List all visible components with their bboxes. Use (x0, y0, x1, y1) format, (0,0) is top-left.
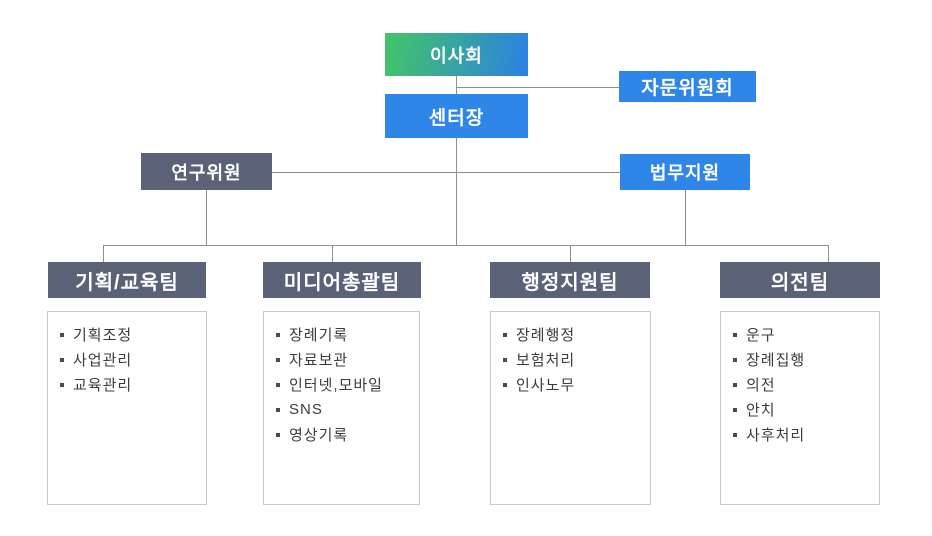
connector-research-down (206, 190, 207, 245)
list-item: 운구 (733, 322, 873, 347)
team-label: 기획/교육팀 (75, 271, 179, 294)
team-label: 의전팀 (770, 271, 830, 294)
list-item: 인터넷,모바일 (276, 372, 413, 397)
list-item: 의전 (733, 372, 873, 397)
list-item: 자료보관 (276, 347, 413, 372)
board-label: 이사회 (430, 45, 483, 66)
list-item: SNS (276, 397, 413, 422)
connector-director-down (456, 138, 457, 245)
team-header-media: 미디어총괄팀 (263, 262, 421, 298)
list-item: 보험처리 (503, 347, 644, 372)
connector-team3-stub (570, 245, 571, 262)
team-header-protocol: 의전팀 (720, 262, 880, 298)
advisory-label: 자문위원회 (641, 78, 734, 99)
list-item: 인사노무 (503, 372, 644, 397)
list-item: 장례집행 (733, 347, 873, 372)
connector-teams-horizontal (103, 245, 828, 246)
connector-legal-down (685, 190, 686, 245)
list-item: 교육관리 (60, 372, 200, 397)
connector-team1-stub (103, 245, 104, 262)
team-header-admin-support: 행정지원팀 (490, 262, 650, 298)
list-item: 영상기록 (276, 422, 413, 447)
list-item: 사후처리 (733, 422, 873, 447)
research-box: 연구위원 (141, 153, 272, 190)
team-label: 행정지원팀 (521, 271, 619, 294)
list-item: 사업관리 (60, 347, 200, 372)
list-item: 안치 (733, 397, 873, 422)
list-item: 장례행정 (503, 322, 644, 347)
connector-to-advisory (456, 87, 619, 88)
director-box: 센터장 (385, 94, 528, 138)
advisory-box: 자문위원회 (619, 71, 756, 102)
connector-team4-stub (828, 245, 829, 262)
list-item: 기획조정 (60, 322, 200, 347)
connector-team2-stub (332, 245, 333, 262)
list-item: 장례기록 (276, 322, 413, 347)
legal-box: 법무지원 (620, 154, 750, 190)
team-header-planning-education: 기획/교육팀 (48, 262, 206, 298)
connector-research-legal (272, 172, 620, 173)
team-label: 미디어총괄팀 (283, 271, 401, 294)
director-label: 센터장 (428, 107, 485, 129)
board-box: 이사회 (385, 33, 528, 76)
connector-board-to-director (456, 76, 457, 95)
legal-label: 법무지원 (649, 163, 721, 183)
research-label: 연구위원 (171, 162, 242, 183)
